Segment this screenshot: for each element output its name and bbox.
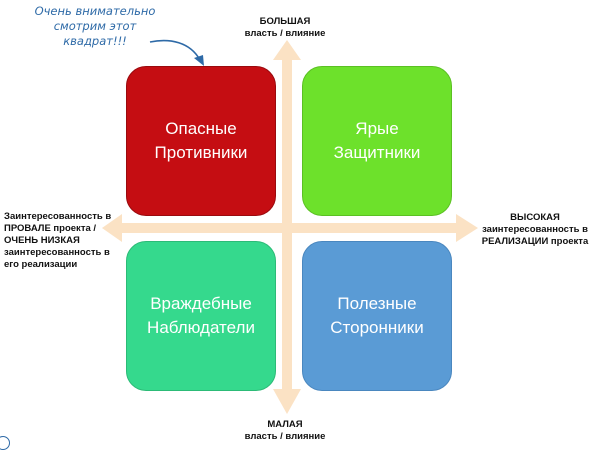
callout-line-2: смотрим этот — [53, 19, 137, 33]
horizontal-axis-arrow — [102, 214, 478, 242]
axis-bottom-line-2: власть / влияние — [244, 431, 326, 442]
circle-icon — [0, 436, 10, 450]
axis-bottom-line-1: МАЛАЯ — [267, 419, 303, 430]
axis-left-line-2: ПРОВАЛЕ проекта / — [4, 223, 97, 234]
quadrant-tl-line-1: Опасные — [165, 119, 237, 138]
axis-label-right: ВЫСОКАЯ заинтересованность в РЕАЛИЗАЦИИ … — [480, 212, 590, 248]
axis-label-left: Заинтересованность в ПРОВАЛЕ проекта / О… — [4, 211, 114, 271]
quadrant-tr-line-2: Защитники — [333, 143, 421, 162]
callout-line-1: Очень внимательно — [34, 4, 156, 18]
axis-left-line-3: ОЧЕНЬ НИЗКАЯ — [4, 235, 80, 246]
axis-top-line-2: власть / влияние — [244, 28, 326, 39]
callout-arrow — [149, 39, 204, 66]
axis-right-line-1: ВЫСОКАЯ — [510, 212, 560, 223]
axis-left-line-4: заинтересованность в — [4, 247, 110, 258]
axis-right-line-3: РЕАЛИЗАЦИИ проекта — [481, 236, 589, 247]
quadrant-tl-line-2: Противники — [154, 143, 248, 162]
quadrant-bl-line-2: Наблюдатели — [147, 318, 255, 337]
quadrant-useful-supporters: Полезные Сторонники — [302, 241, 452, 391]
axis-label-bottom: МАЛАЯ власть / влияние — [225, 419, 345, 443]
quadrant-tr-line-1: Ярые — [355, 119, 399, 138]
axis-left-line-5: его реализации — [4, 259, 78, 270]
callout-line-3: квадрат!!! — [63, 34, 127, 48]
quadrant-ardent-defenders: Ярые Защитники — [302, 66, 452, 216]
axis-label-top: БОЛЬШАЯ власть / влияние — [225, 16, 345, 40]
axis-top-line-1: БОЛЬШАЯ — [259, 16, 311, 27]
quadrant-bl-line-1: Враждебные — [150, 294, 252, 313]
axis-right-line-2: заинтересованность в — [482, 224, 588, 235]
axis-left-line-1: Заинтересованность в — [4, 211, 112, 222]
quadrant-br-line-2: Сторонники — [330, 318, 424, 337]
quadrant-br-line-1: Полезные — [337, 294, 417, 313]
quadrant-dangerous-opponents: Опасные Противники — [126, 66, 276, 216]
quadrant-hostile-observers: Враждебные Наблюдатели — [126, 241, 276, 391]
callout-note: Очень внимательно смотрим этот квадрат!!… — [20, 4, 170, 49]
